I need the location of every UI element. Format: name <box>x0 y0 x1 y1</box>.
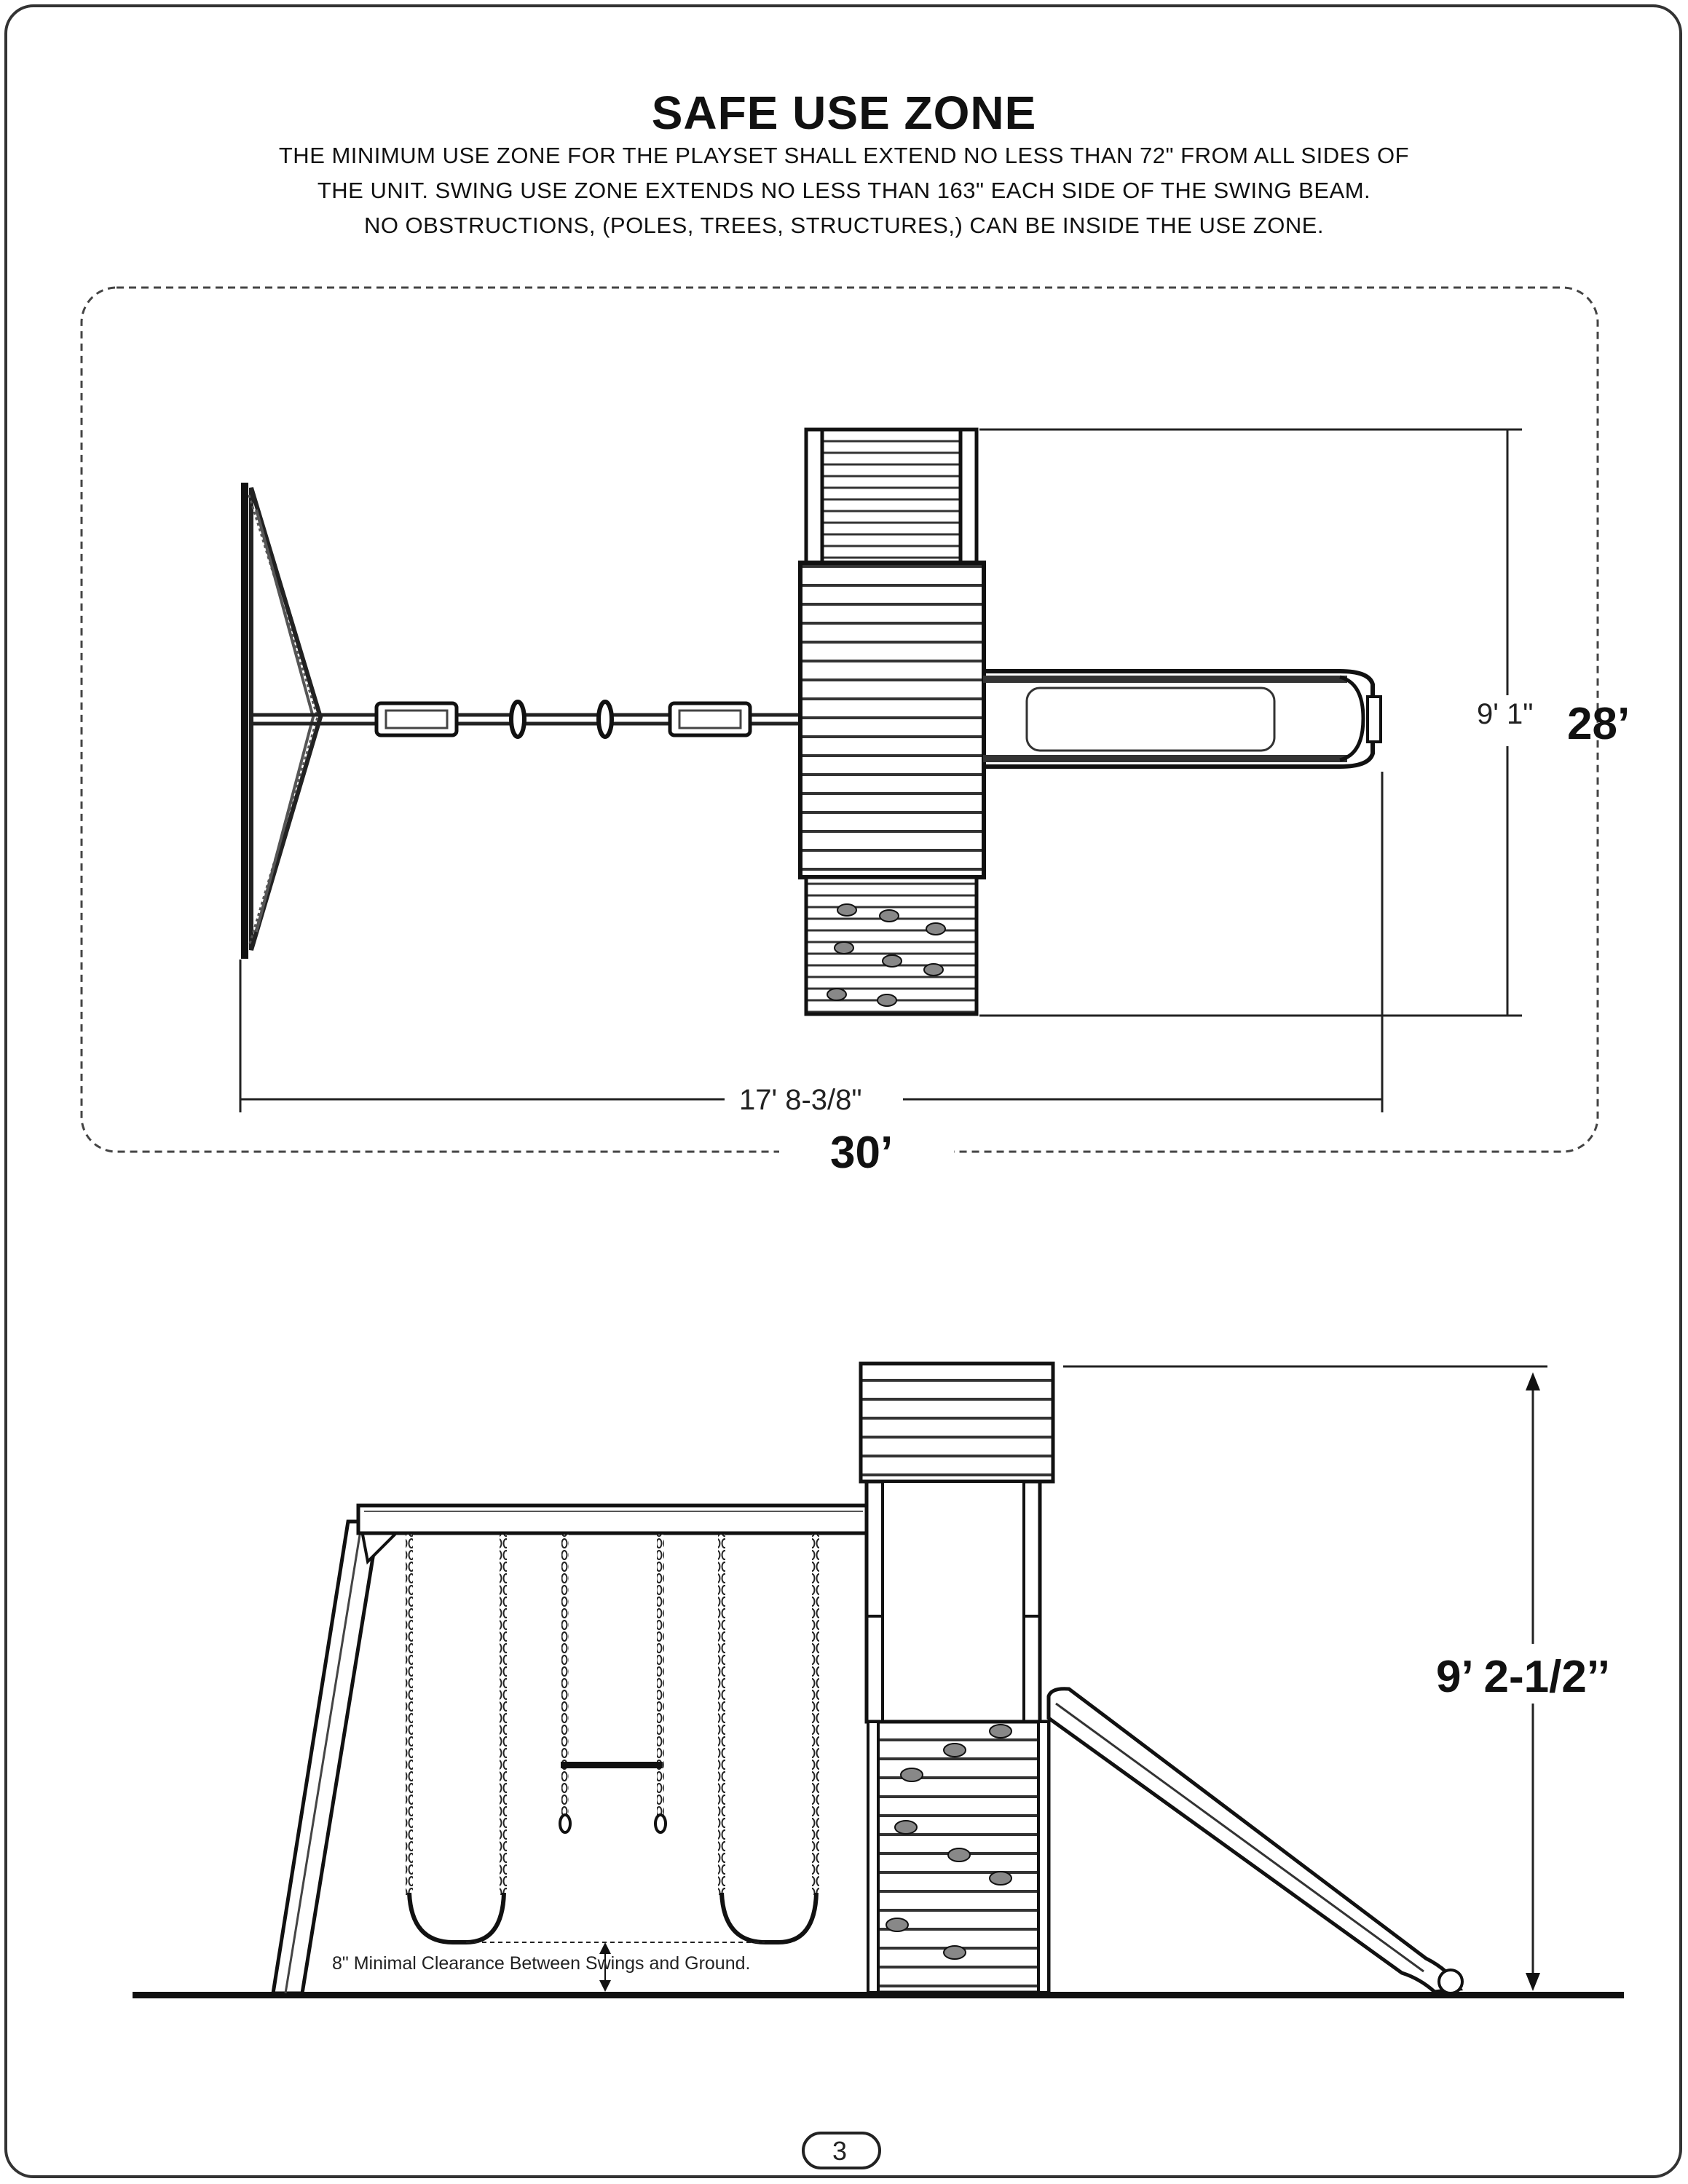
zone-depth-label: 28’ <box>1567 699 1630 749</box>
swing-a-frame-top <box>241 483 323 959</box>
swing-clearance-note: 8" Minimal Clearance Between Swings and … <box>332 1953 750 1974</box>
use-zone-rule-3: NO OBSTRUCTIONS, (POLES, TREES, STRUCTUR… <box>363 213 1325 238</box>
swing-a-frame-side <box>271 1512 419 1995</box>
belt-swing-2 <box>719 1892 819 1944</box>
zone-length-label: 30’ <box>830 1128 893 1178</box>
ladder-top-view <box>804 427 979 566</box>
playset-length-dimension <box>239 772 1384 1112</box>
swing-beam-side <box>356 1503 870 1535</box>
side-view: 8" Minimal Clearance Between Swings and … <box>133 1361 1646 1998</box>
trapeze-bar <box>559 1762 667 1834</box>
playset-depth-dimension <box>979 428 1522 1017</box>
tower-deck-top-view <box>798 561 986 879</box>
page-border <box>4 4 1682 2178</box>
swing-beam-top <box>251 700 801 739</box>
slide-top-view <box>982 669 1382 769</box>
trapeze-ring-1 <box>509 700 526 739</box>
page-number: 3 <box>832 2136 847 2166</box>
top-view: 9' 1" 28’ 17' 8-3/8" 30’ <box>80 286 1630 1178</box>
rock-wall-side <box>867 1720 1051 1995</box>
tower-height-label: 9’ 2-1/2’’ <box>1436 1652 1610 1702</box>
use-zone-rule-2: THE UNIT. SWING USE ZONE EXTENDS NO LESS… <box>317 178 1371 203</box>
playset-depth-label: 9' 1" <box>1477 698 1533 730</box>
belt-swing-seat-2 <box>668 701 752 737</box>
tower-roof-side <box>859 1361 1055 1484</box>
slide-side <box>1046 1687 1464 1995</box>
rock-wall-top-view <box>804 875 979 1016</box>
page-title: SAFE USE ZONE <box>651 87 1037 139</box>
trapeze-ring-2 <box>596 700 614 739</box>
page-number-badge <box>802 2132 881 2169</box>
belt-swing-1 <box>407 1892 506 1944</box>
playset-length-label: 17' 8-3/8" <box>739 1084 862 1116</box>
use-zone-rule-1: THE MINIMUM USE ZONE FOR THE PLAYSET SHA… <box>278 143 1410 168</box>
ground-line <box>133 1992 1624 1998</box>
swing-chains <box>406 1535 819 1895</box>
belt-swing-seat-1 <box>374 701 459 737</box>
tower-body-side <box>864 1479 1042 1724</box>
